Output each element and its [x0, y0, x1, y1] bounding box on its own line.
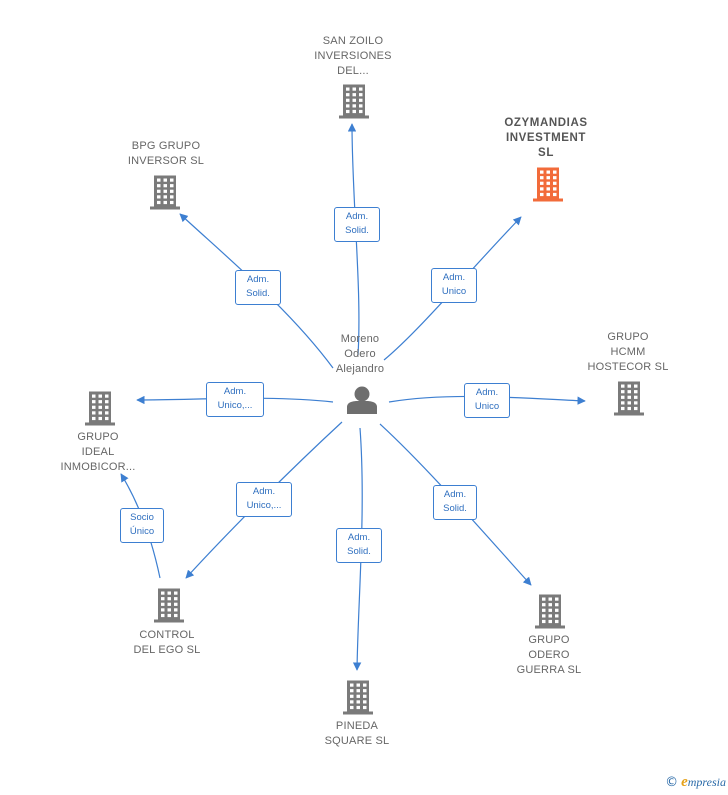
edge-line-san-zoilo [347, 123, 360, 356]
building-icon-ideal [85, 391, 115, 426]
person-name-label[interactable]: Moreno Odero Alejandro [335, 333, 385, 375]
edge-label-control[interactable]: Adm. Unico,... [236, 482, 292, 517]
edge-label-ideal[interactable]: Adm. Unico,... [206, 382, 264, 417]
company-label-san-zoilo[interactable]: SAN ZOILO INVERSIONES DEL... [314, 35, 392, 77]
building-icon-pineda [343, 680, 373, 715]
edge-label-pineda[interactable]: Adm. Solid. [336, 528, 382, 563]
person-icon [347, 386, 377, 414]
building-icon-odero [535, 594, 565, 629]
company-label-pineda[interactable]: PINEDA SQUARE SL [324, 720, 390, 747]
edge-label-san-zoilo[interactable]: Adm. Solid. [334, 207, 380, 242]
edge-label-hcmm[interactable]: Adm. Unico [464, 383, 510, 418]
company-label-odero[interactable]: GRUPO ODERO GUERRA SL [516, 634, 582, 676]
brand-initial: e [681, 774, 688, 790]
copyright-symbol: © [665, 775, 679, 790]
building-icon-control [154, 588, 184, 623]
edge-label-ctrl-ideal[interactable]: Socio Único [120, 508, 164, 543]
brand-name: mpresia [687, 775, 726, 789]
edge-label-ozymandias[interactable]: Adm. Unico [431, 268, 477, 303]
company-label-bpg[interactable]: BPG GRUPO INVERSOR SL [127, 140, 205, 167]
company-label-hcmm[interactable]: GRUPO HCMM HOSTECOR SL [587, 331, 669, 373]
building-icon-san-zoilo [339, 84, 369, 119]
company-label-ideal[interactable]: GRUPO IDEAL INMOBICOR... [60, 431, 136, 473]
edge-label-bpg[interactable]: Adm. Solid. [235, 270, 281, 305]
company-label-ozymandias[interactable]: OZYMANDIAS INVESTMENT SL [504, 117, 588, 159]
building-icon-hcmm [614, 381, 644, 416]
building-icon-bpg [150, 175, 180, 210]
company-label-control[interactable]: CONTROL DEL EGO SL [133, 629, 201, 656]
building-icon-ozymandias [533, 167, 563, 202]
empresia-watermark: © empresia [665, 774, 726, 791]
edge-label-odero[interactable]: Adm. Solid. [433, 485, 477, 520]
